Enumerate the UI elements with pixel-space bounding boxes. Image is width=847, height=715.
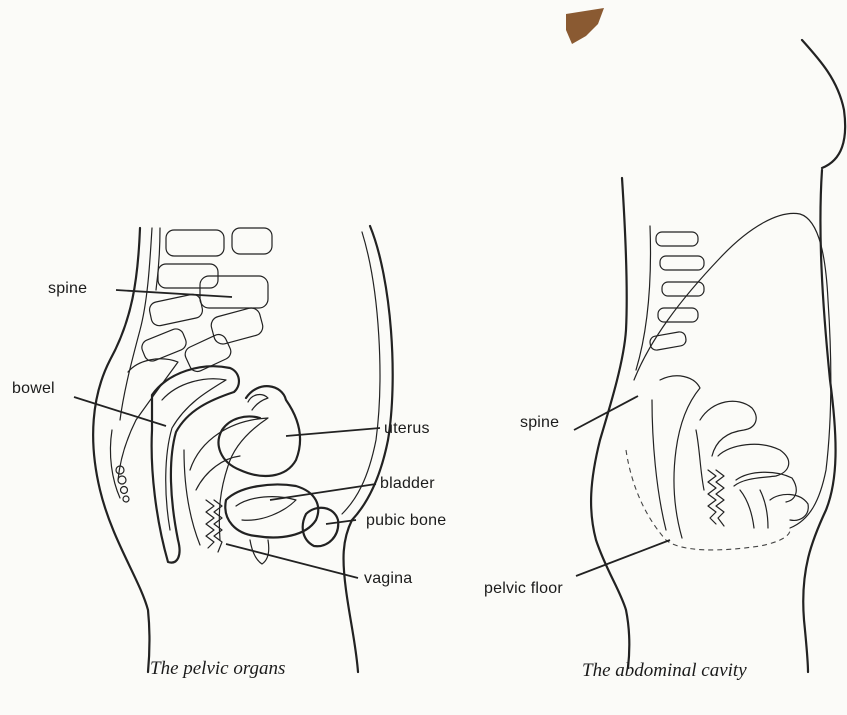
label-vagina: vagina bbox=[364, 570, 412, 588]
leader-vagina bbox=[226, 544, 358, 578]
front-outline bbox=[344, 226, 393, 672]
uterus-fundus bbox=[248, 395, 268, 410]
leader-spine-right bbox=[574, 396, 638, 430]
label-bowel: bowel bbox=[12, 380, 55, 398]
front-inner-outline bbox=[342, 232, 380, 514]
breast-outline bbox=[802, 40, 845, 168]
vagina-zigzag bbox=[206, 500, 214, 548]
label-spine-left: spine bbox=[48, 280, 87, 298]
back-outline-right bbox=[591, 178, 629, 668]
back-outline bbox=[93, 228, 149, 672]
label-uterus: uterus bbox=[384, 420, 430, 438]
pelvic-floor-dashed bbox=[626, 450, 790, 550]
pelvic-organs-figure bbox=[74, 226, 393, 672]
caption-abdominal-cavity: The abdominal cavity bbox=[582, 660, 747, 682]
cavity-wall bbox=[634, 213, 831, 528]
leader-bladder bbox=[270, 484, 376, 500]
paper-stain bbox=[566, 8, 604, 44]
vertebrae-right bbox=[636, 226, 704, 370]
label-spine-right: spine bbox=[520, 414, 559, 432]
caption-pelvic-organs: The pelvic organs bbox=[150, 658, 285, 680]
abdominal-cavity-figure bbox=[574, 40, 845, 672]
bladder-outline bbox=[225, 485, 318, 538]
label-pubic-bone: pubic bone bbox=[366, 512, 446, 530]
leader-pelvic-floor bbox=[576, 540, 670, 576]
uterus-outline bbox=[219, 386, 301, 476]
vertebrae bbox=[110, 228, 272, 502]
pubic-bone-outline bbox=[303, 508, 338, 546]
label-bladder: bladder bbox=[380, 475, 435, 493]
label-pelvic-floor: pelvic floor bbox=[484, 580, 563, 598]
belly-outline-right bbox=[803, 170, 835, 672]
